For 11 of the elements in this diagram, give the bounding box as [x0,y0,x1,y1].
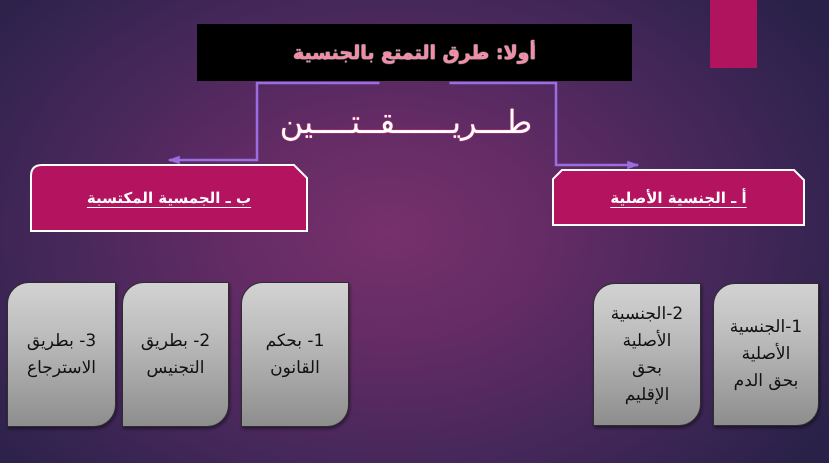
method-card: 1- بحكم القانون [241,282,349,427]
method-card: 2- بطريق التجنيس [122,282,229,427]
method-card: 1-الجنسية الأصلية بحق الدم [713,283,819,426]
connector-arrow [168,82,380,164]
category-box: ب ـ الجمسية المكتسبة [30,164,308,232]
title-banner: أولا: طرق التمتع بالجنسية [197,24,632,81]
category-box: أ ـ الجنسية الأصلية [552,169,805,226]
connector-arrow [450,82,640,170]
method-card: 2-الجنسية الأصلية بحق الإقليم [593,283,701,426]
method-card: 3- بطريق الاسترجاع [7,282,116,427]
headline-text: طـــريــــــقــتــــين [280,102,532,142]
